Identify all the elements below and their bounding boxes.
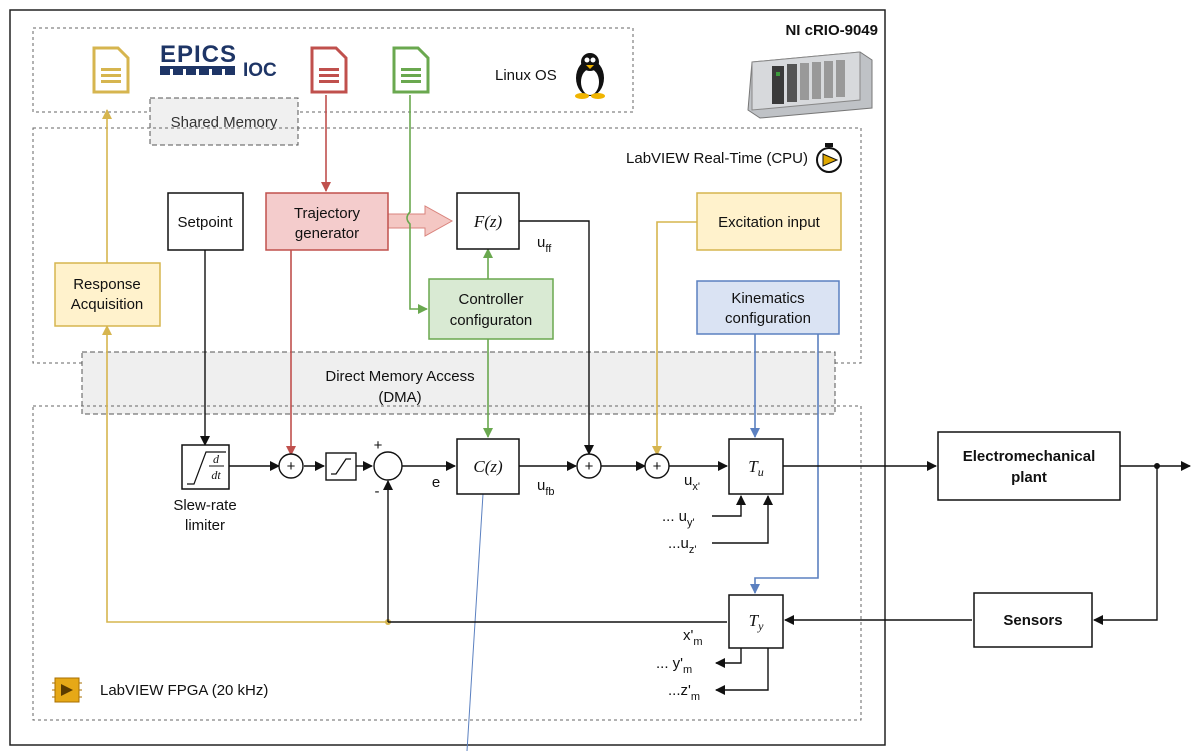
xm-label: x'm [683,627,703,648]
uz-label: ...uz' [668,535,696,556]
uff-arrow [519,220,594,455]
dma-label-line2: (DMA) [378,389,421,406]
device-label: NI cRIO-9049 [785,22,878,39]
tu-transform-block [728,438,784,495]
green-document-icon [392,46,430,94]
fpga-region [32,405,862,721]
plant-label-line2: plant [1011,469,1047,486]
sum-junction-3-sign: + [585,458,594,475]
comparator-minus: - [375,483,380,500]
uz-arrow [712,495,773,544]
yellow-document-icon [92,46,130,94]
response-label-line1: Response [73,276,141,293]
slew-label-line1: Slew-rate [173,497,236,514]
ty-label: Ty [749,611,764,633]
controller-label: C(z) [473,457,503,476]
setpoint-label: Setpoint [177,214,233,231]
sum-junction-4 [644,453,670,479]
kinematics-to-ty-arrow [750,334,819,594]
linux-os-region [32,27,634,113]
ux-label: ux' [684,472,700,493]
slew-label-line2: limiter [185,517,225,534]
sum-junction-3 [576,453,602,479]
crio-frame [9,9,886,746]
excitation-label: Excitation input [718,214,821,231]
controller-config-line1: Controller [458,291,523,308]
output-to-sensors-arrow [1093,466,1158,625]
dma-band [81,351,836,415]
kinematics-config-line2: configuration [725,310,811,327]
feedback-to-response-arrow [102,325,388,623]
uy-label: ... uy' [662,508,695,529]
sensors-label: Sensors [1003,612,1062,629]
derivative-symbol-icon: d dt [187,451,226,485]
ym-label: ... y'm [656,655,692,676]
shared-memory-box [149,97,299,146]
excitation-arrow [652,221,697,456]
trajectory-to-ff-fat-arrow [387,205,454,237]
fpga-label: LabVIEW FPGA (20 kHz) [100,682,268,699]
stopwatch-icon [816,143,842,173]
tux-penguin-icon [575,53,605,99]
response-label-line2: Acquisition [71,296,144,313]
uff-label: uff [537,234,552,255]
saturation-icon [331,458,351,475]
sensors-block [973,592,1093,648]
error-label: e [432,474,440,491]
setpoint-block [167,192,244,251]
sum-junction-4-sign: + [653,458,662,475]
uy-arrow [712,495,746,517]
sum-junction-1 [278,453,304,479]
red-document-icon [310,46,348,94]
svg-text:d: d [213,452,220,466]
trajectory-label-line2: generator [295,225,359,242]
response-acquisition-block [54,262,161,327]
excitation-input-block [696,192,842,251]
realtime-label: LabVIEW Real-Time (CPU) [626,150,808,167]
svg-text:dt: dt [211,468,221,482]
kinematics-config-line1: Kinematics [731,290,804,307]
fpga-chip-icon [52,677,82,703]
ioc-label: IOC [243,60,277,81]
comparator-plus: + [374,437,383,454]
config-doc-green-line [406,95,428,314]
trajectory-generator-block [265,192,389,251]
tu-label: Tu [748,457,763,479]
plant-label-line1: Electromechanical [963,448,1096,465]
ufb-label: ufb [537,477,555,498]
kinematics-configuration-block [696,280,840,335]
zm-label: ...z'm [668,682,700,703]
trajectory-label-line1: Trajectory [294,205,361,222]
linux-os-label: Linux OS [495,67,557,84]
comparator-junction [373,451,403,481]
feedforward-block [456,192,520,250]
shared-memory-label: Shared Memory [171,114,278,131]
zm-arrow [715,648,769,695]
dma-label-line1: Direct Memory Access [325,368,474,385]
ty-transform-block [728,594,784,649]
controller-block [456,438,520,495]
feedforward-label: F(z) [473,212,503,231]
electromechanical-plant-block [937,431,1121,501]
epics-logo: EPICS [160,41,237,75]
ym-arrow [715,648,742,668]
sum-junction-1-sign: + [287,458,296,475]
controller-config-line2: configuraton [450,312,533,329]
crio-device-image [747,51,873,119]
controller-configuration-block [428,278,554,340]
svg-text:EPICS: EPICS [160,41,237,68]
